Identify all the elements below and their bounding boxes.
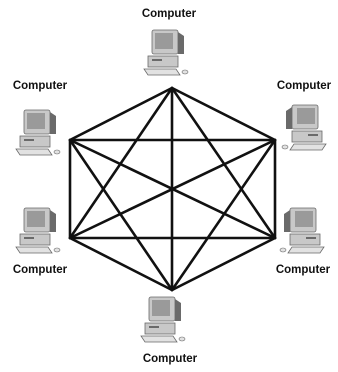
node-label-top: Computer — [141, 8, 197, 20]
node-label-lower-left: Computer — [12, 264, 68, 276]
connection-bottom-lower-left — [68, 236, 174, 292]
node-label-lower-right: Computer — [275, 264, 331, 276]
connection-bottom-upper-left — [68, 138, 174, 292]
node-label-upper-right: Computer — [276, 80, 332, 92]
connection-upper-right-bottom — [170, 138, 277, 292]
computer-icon-top — [143, 29, 189, 76]
computer-icon-upper-right — [281, 104, 327, 151]
computer-icon-bottom — [140, 296, 186, 343]
connection-lower-right-bottom — [170, 236, 277, 292]
connection-top-upper-left — [68, 86, 174, 142]
computer-icon-upper-left — [15, 109, 61, 156]
connection-top-upper-right — [170, 86, 277, 142]
node-label-upper-left: Computer — [12, 80, 68, 92]
connection-lower-right-upper-left — [68, 138, 277, 240]
node-label-bottom: Computer — [142, 353, 198, 365]
computer-icon-lower-left — [15, 207, 61, 254]
computer-icon-lower-right — [279, 207, 325, 254]
connection-top-lower-right — [170, 86, 277, 240]
